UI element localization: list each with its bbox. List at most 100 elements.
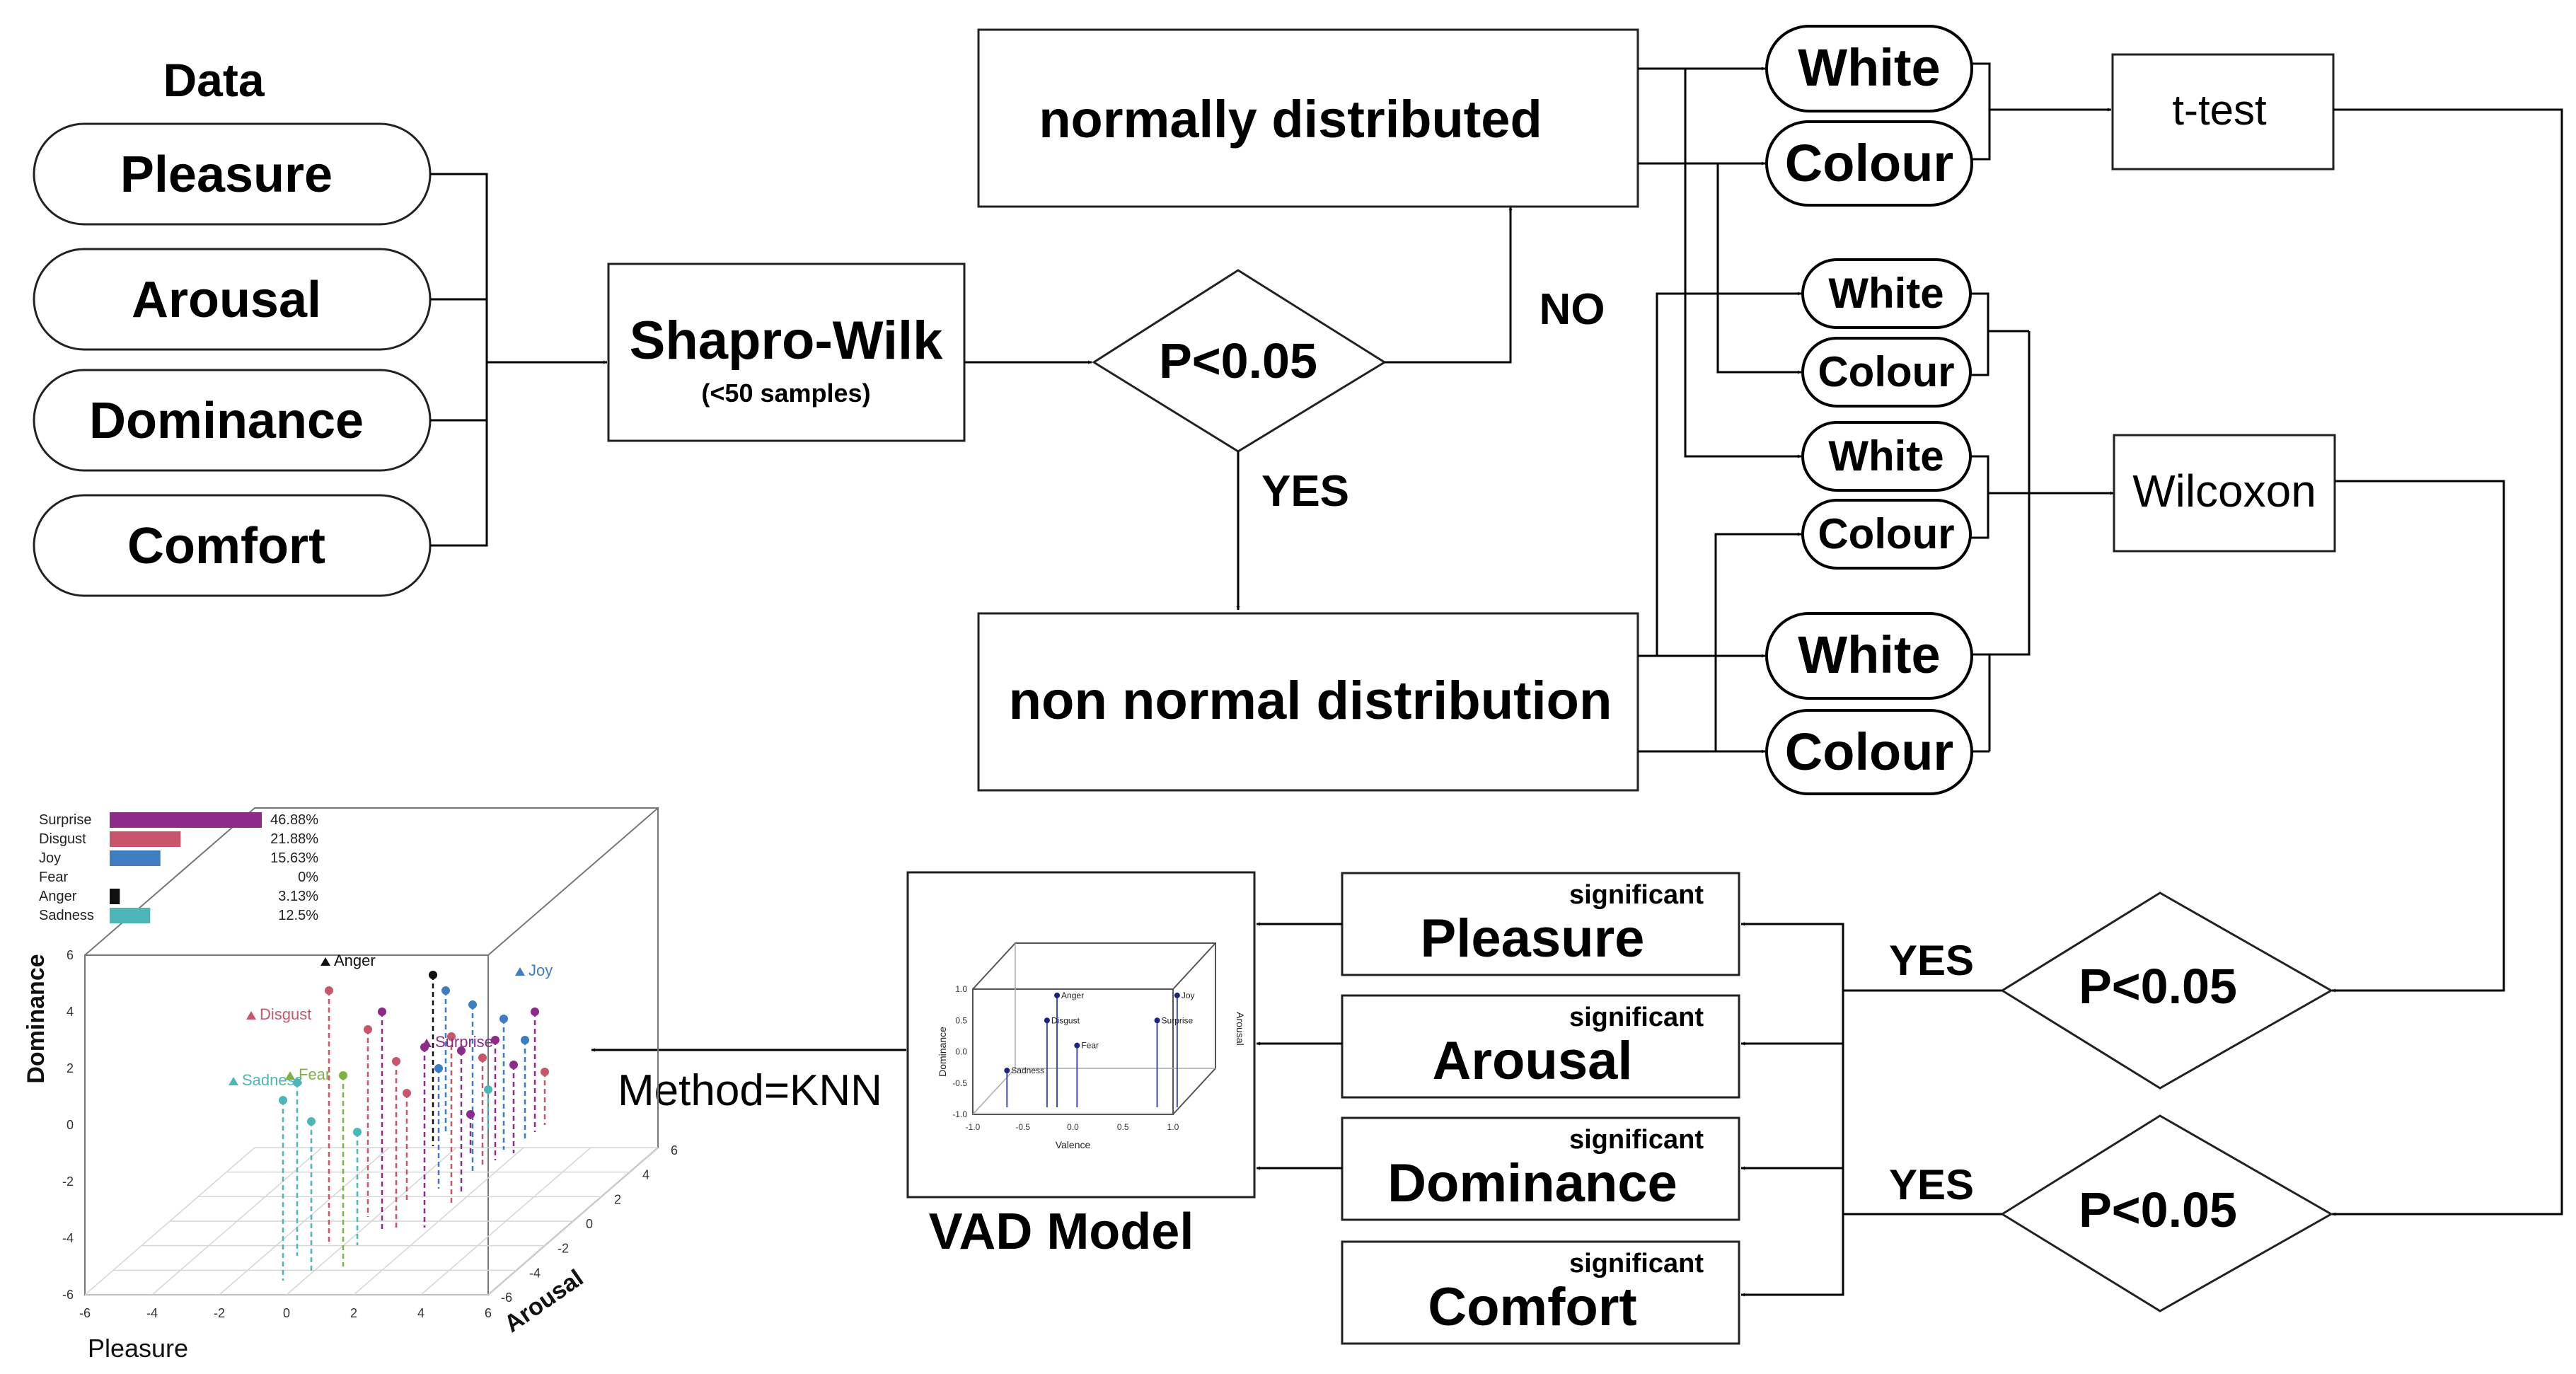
bar bbox=[110, 812, 262, 828]
plot-point bbox=[279, 1096, 287, 1104]
group-label: Colour bbox=[1818, 348, 1954, 396]
variable-pleasure: Pleasure bbox=[33, 122, 432, 226]
significant-comfort-box: significant Comfort bbox=[1341, 1240, 1740, 1345]
significant-tag: significant bbox=[1569, 880, 1704, 910]
emotion-label: Fear bbox=[299, 1066, 330, 1083]
inset-x-tick: 0.0 bbox=[1067, 1122, 1079, 1132]
group-label: White bbox=[1798, 38, 1940, 97]
group-pill-colour-2: Colour bbox=[1801, 337, 1972, 408]
significant-connectors bbox=[1741, 922, 2002, 1297]
significant-tag: significant bbox=[1569, 1125, 1704, 1155]
bar-value: 12.5% bbox=[278, 908, 318, 923]
emotion-marker bbox=[422, 1039, 432, 1047]
bar-value: 46.88% bbox=[270, 812, 318, 828]
plot-x-label: Pleasure bbox=[88, 1334, 188, 1363]
group-pill-white-4: White bbox=[1765, 612, 1973, 700]
method-label: Method=KNN bbox=[618, 1066, 882, 1115]
emotion-label: Joy bbox=[529, 962, 553, 979]
inset-y-tick: 1.0 bbox=[955, 984, 967, 994]
plot-y-tick: 0 bbox=[67, 1118, 74, 1132]
plot-floor-grid bbox=[84, 1147, 659, 1295]
variable-dominance: Dominance bbox=[33, 369, 432, 472]
plot-z-tick: 6 bbox=[671, 1143, 678, 1157]
inset-point bbox=[1174, 992, 1180, 998]
group-pill-colour-1: Colour bbox=[1765, 120, 1973, 207]
inset-point-label: Anger bbox=[1061, 991, 1084, 1000]
yes-label: YES bbox=[1261, 467, 1349, 516]
decision-label: P<0.05 bbox=[1159, 333, 1317, 388]
significant-label: Dominance bbox=[1387, 1153, 1677, 1213]
bar-label: Surprise bbox=[39, 812, 91, 828]
plot-point bbox=[491, 1036, 499, 1044]
emotion-marker bbox=[285, 1071, 295, 1080]
decision-label: P<0.05 bbox=[2079, 1182, 2237, 1237]
inset-x-label: Valence bbox=[1056, 1139, 1091, 1150]
group-label: Colour bbox=[1818, 510, 1954, 558]
data-header: Data bbox=[163, 54, 265, 106]
wilcoxon-box: Wilcoxon bbox=[2113, 434, 2336, 553]
significance-connectors bbox=[2332, 108, 2563, 1216]
significance-decision-2: P<0.05 bbox=[2000, 1114, 2334, 1312]
bar-value: 3.13% bbox=[278, 889, 318, 904]
plot-point bbox=[364, 1025, 372, 1034]
plot-y-tick: 6 bbox=[67, 948, 74, 962]
yes-label: YES bbox=[1889, 1161, 1974, 1208]
emotion-marker bbox=[229, 1077, 238, 1085]
plot-point bbox=[468, 1000, 477, 1009]
bar bbox=[110, 831, 181, 847]
variable-label: Arousal bbox=[132, 272, 321, 328]
plot-point bbox=[429, 971, 437, 979]
plot-point bbox=[509, 1061, 518, 1069]
plot-y-label: Dominance bbox=[23, 954, 50, 1083]
inset-x-tick: -0.5 bbox=[1015, 1122, 1030, 1132]
significant-label: Arousal bbox=[1433, 1031, 1633, 1091]
plot-x-tick: 4 bbox=[417, 1306, 424, 1320]
significant-label: Pleasure bbox=[1421, 908, 1645, 969]
significant-tag: significant bbox=[1569, 1249, 1704, 1278]
inset-point bbox=[1074, 1042, 1080, 1049]
bar bbox=[110, 889, 120, 904]
inset-x-tick: 1.0 bbox=[1167, 1122, 1179, 1132]
normality-test-subtitle: (<50 samples) bbox=[701, 379, 870, 408]
emotion-marker bbox=[246, 1011, 256, 1020]
group-label: White bbox=[1828, 270, 1943, 317]
plot-x-tick: 2 bbox=[350, 1306, 357, 1320]
inset-y-tick: -0.5 bbox=[952, 1078, 967, 1088]
inset-back-edges bbox=[972, 942, 1216, 1115]
inset-point bbox=[1044, 1017, 1050, 1024]
plot-z-tick: 0 bbox=[586, 1217, 593, 1231]
inset-point-label: Joy bbox=[1182, 991, 1195, 1000]
plot-x-tick: 0 bbox=[283, 1306, 290, 1320]
variable-arousal: Arousal bbox=[33, 248, 432, 351]
plot-x-tick: 6 bbox=[485, 1306, 492, 1320]
group-label: Colour bbox=[1785, 134, 1953, 192]
emotion-marker bbox=[515, 967, 525, 976]
bar-label: Joy bbox=[39, 850, 61, 866]
variable-label: Pleasure bbox=[120, 146, 333, 203]
plot-x-tick: -4 bbox=[146, 1306, 158, 1320]
bar bbox=[110, 908, 151, 923]
inputs-bracket bbox=[430, 173, 607, 547]
bar-value: 15.63% bbox=[270, 850, 318, 866]
plot-point bbox=[478, 1053, 487, 1062]
emotion-label: Disgust bbox=[260, 1005, 311, 1023]
inset-y-tick: 0.5 bbox=[955, 1015, 967, 1025]
plot-point bbox=[403, 1089, 411, 1097]
plot-z-tick: 4 bbox=[642, 1168, 649, 1182]
inset-x-tick: 0.5 bbox=[1117, 1122, 1129, 1132]
vad-model-box bbox=[906, 871, 1256, 1199]
significant-tag: significant bbox=[1569, 1003, 1704, 1032]
plot-x-tick: -6 bbox=[79, 1306, 91, 1320]
significant-arousal-box: significant Arousal bbox=[1341, 994, 1740, 1099]
inset-y-tick: -1.0 bbox=[952, 1109, 967, 1119]
normality-test-box: Shapro-Wilk (<50 samples) bbox=[607, 262, 966, 442]
group-pill-white-1: White bbox=[1765, 25, 1973, 112]
plot-z-label: Arousal bbox=[499, 1264, 588, 1338]
plot-point bbox=[434, 1064, 443, 1073]
plot-y-tick: -4 bbox=[62, 1231, 74, 1245]
vad-model-label: VAD Model bbox=[929, 1203, 1194, 1260]
group-label: White bbox=[1828, 432, 1943, 480]
plot-point bbox=[484, 1085, 492, 1094]
variable-label: Dominance bbox=[89, 393, 364, 449]
inset-point-label: Surprise bbox=[1162, 1015, 1194, 1025]
